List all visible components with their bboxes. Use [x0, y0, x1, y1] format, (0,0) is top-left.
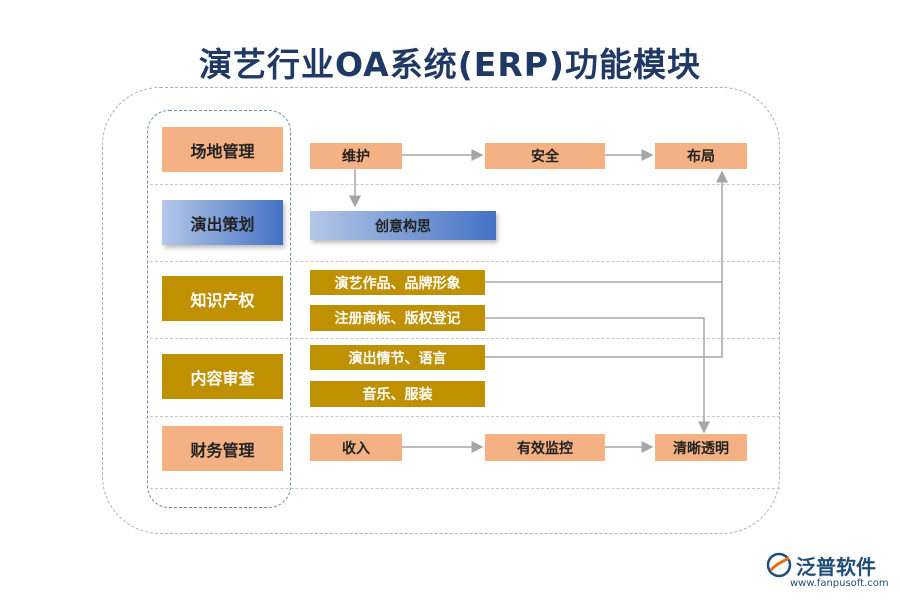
row-divider: [150, 338, 780, 339]
category-performance-planning: 演出策划: [162, 200, 283, 245]
line-plot-to-layout: [485, 170, 728, 358]
category-intellectual-property: 知识产权: [162, 276, 283, 321]
brand-url: www.fanpusoft.com: [790, 578, 889, 589]
diagram-title: 演艺行业OA系统(ERP)功能模块: [198, 45, 701, 84]
category-content-review: 内容审查: [162, 354, 283, 399]
line-trademark-to-transparent: [485, 317, 710, 434]
node-creative-idea: 创意构思: [310, 211, 496, 240]
category-finance-management: 财务管理: [162, 426, 283, 471]
brand-logo: 泛普软件: [766, 552, 876, 579]
node-trademark-copyright: 注册商标、版权登记: [310, 305, 485, 331]
node-safety: 安全: [485, 143, 605, 169]
brand-name: 泛普软件: [796, 554, 876, 579]
node-effective-monitoring: 有效监控: [485, 434, 605, 461]
row-divider: [150, 488, 780, 489]
outer-frame: [102, 87, 780, 534]
node-music-costume: 音乐、服装: [310, 381, 485, 407]
row-divider: [150, 416, 780, 417]
category-venue-management: 场地管理: [162, 127, 283, 172]
node-clear-transparent: 清晰透明: [655, 434, 747, 461]
node-income: 收入: [310, 434, 402, 461]
node-layout: 布局: [655, 143, 747, 169]
category-column-frame: [147, 110, 291, 508]
node-plot-language: 演出情节、语言: [310, 345, 485, 370]
node-maintenance: 维护: [310, 143, 402, 169]
row-divider: [150, 184, 780, 185]
node-works-brand: 演艺作品、品牌形象: [310, 270, 485, 295]
row-divider: [150, 261, 780, 262]
fanpu-logo-icon: [766, 552, 792, 578]
